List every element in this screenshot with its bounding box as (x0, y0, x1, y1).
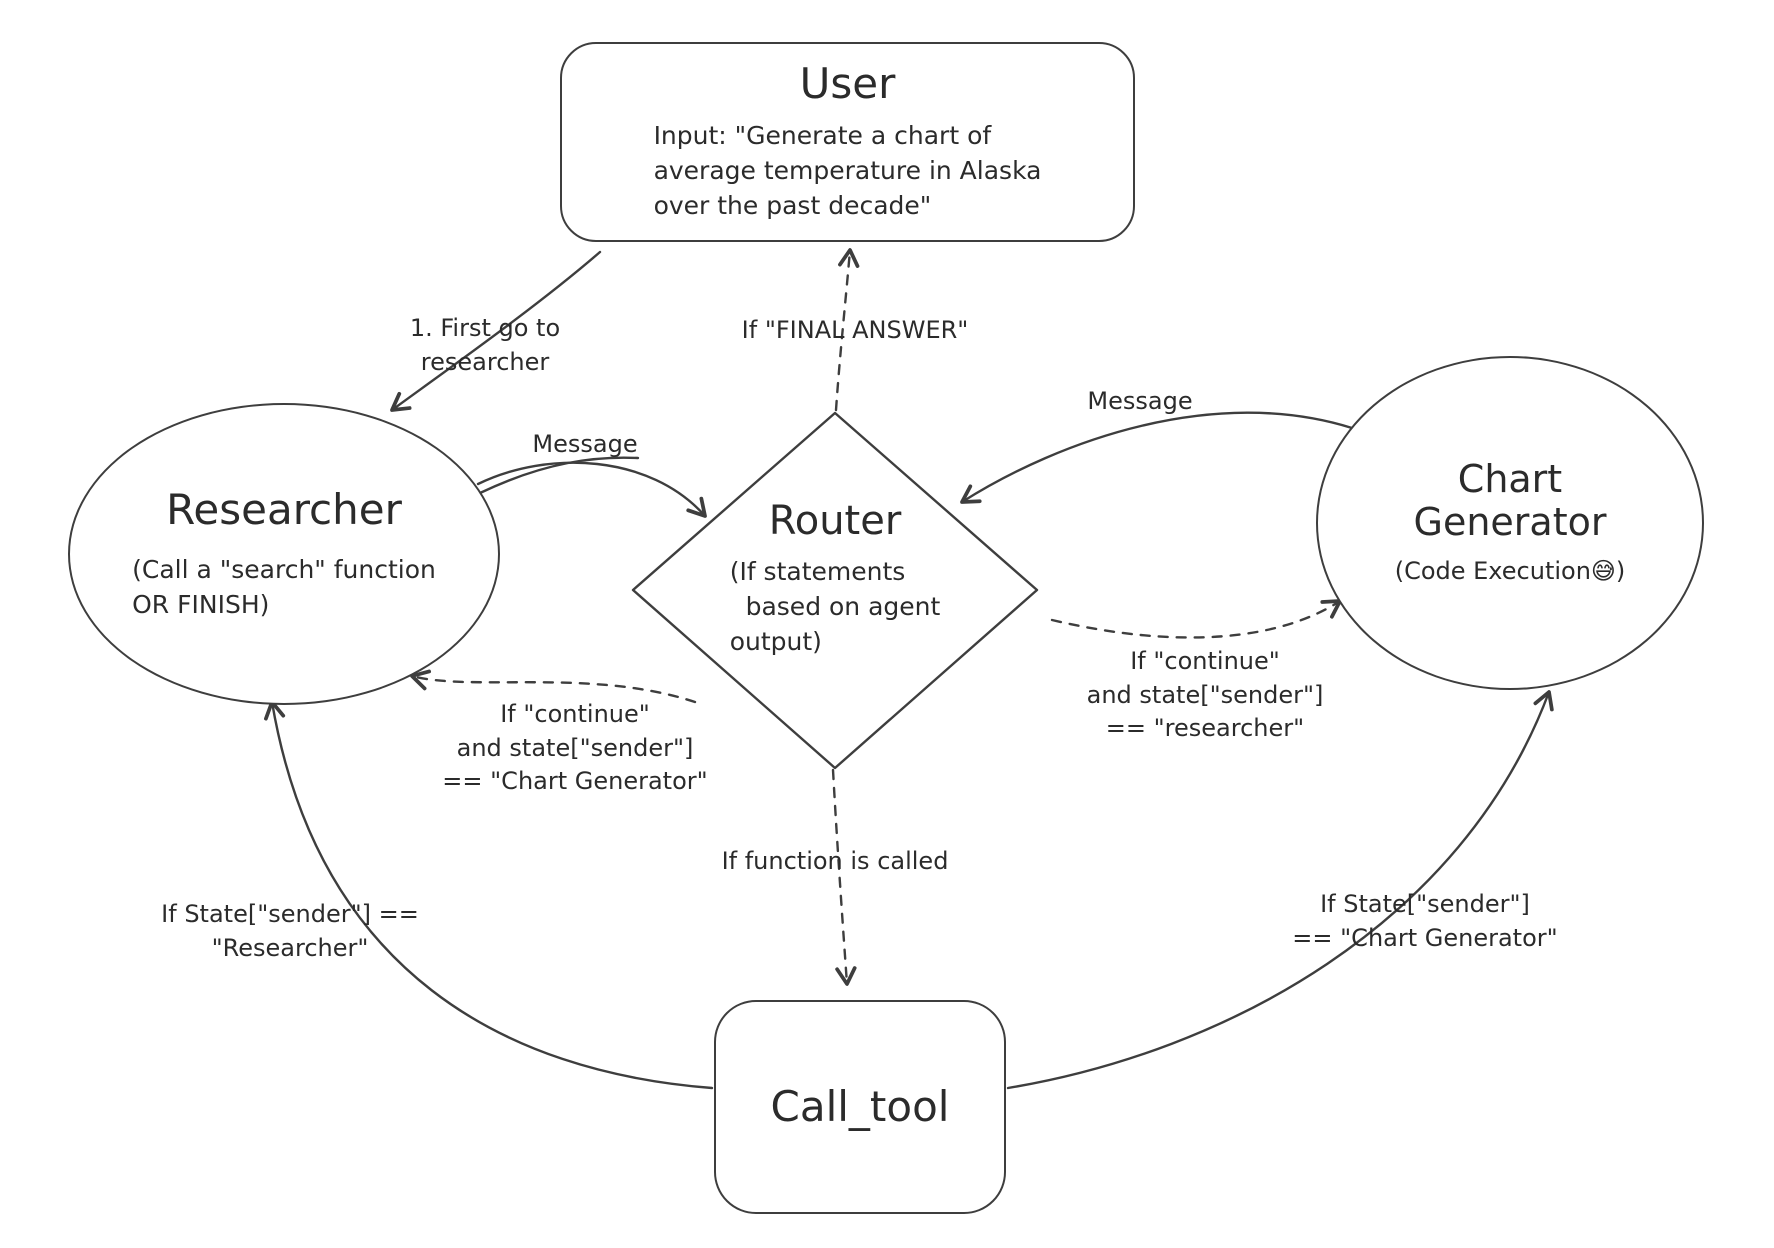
edge-chart-generator-to-router (960, 411, 1354, 504)
router-body: (If statements based on agent output) (729, 557, 941, 656)
user-body: Input: "Generate a chart of average temp… (653, 121, 1042, 221)
edge-call-tool-to-researcher (264, 700, 714, 1090)
researcher-body: (Call a "search" function OR FINISH) (132, 555, 436, 620)
edge-router-to-call-tool (831, 768, 857, 986)
edge-user-to-researcher (390, 250, 602, 412)
edge-router-to-chart-generator (1050, 599, 1342, 639)
edge-router-to-user (834, 248, 860, 412)
edge-label-continue-sender-chart-generator: If "continue" and state["sender"] == "Ch… (442, 700, 708, 796)
node-router: Router (If statements based on agent out… (660, 498, 1010, 659)
edge-router-to-researcher (410, 669, 697, 704)
router-title: Router (768, 498, 902, 544)
node-user: User Input: "Generate a chart of average… (560, 42, 1135, 242)
edge-label-message-chart-generator-router: Message (1087, 387, 1193, 415)
edge-label-state-sender-researcher: If State["sender"] == "Researcher" (161, 900, 419, 962)
edge-researcher-to-router (476, 461, 707, 518)
edge-label-message-researcher-router: Message (532, 430, 638, 458)
edge-label-function-called: If function is called (721, 847, 949, 875)
chart-generator-body: (Code Execution😅) (1394, 556, 1626, 585)
node-call-tool: Call_tool (714, 1000, 1006, 1214)
edge-call-tool-to-chart-generator (1006, 690, 1554, 1090)
node-chart-generator: Chart Generator (Code Execution😅) (1316, 356, 1704, 690)
call-tool-title: Call_tool (770, 1081, 950, 1131)
edge-label-final-answer: If "FINAL ANSWER" (741, 316, 969, 344)
edge-label-state-sender-chart-generator: If State["sender"] == "Chart Generator" (1292, 890, 1558, 952)
edge-researcher-to-router-double-stroke (478, 456, 640, 495)
edge-label-continue-sender-researcher: If "continue" and state["sender"] == "re… (1086, 647, 1324, 743)
router-diamond-shape (631, 411, 1039, 770)
user-title: User (799, 59, 896, 108)
researcher-title: Researcher (166, 484, 402, 534)
edge-label-first-go-to-researcher: 1. First go to researcher (409, 314, 561, 376)
chart-generator-title: Chart Generator (1413, 456, 1607, 545)
node-researcher: Researcher (Call a "search" function OR … (68, 403, 500, 705)
